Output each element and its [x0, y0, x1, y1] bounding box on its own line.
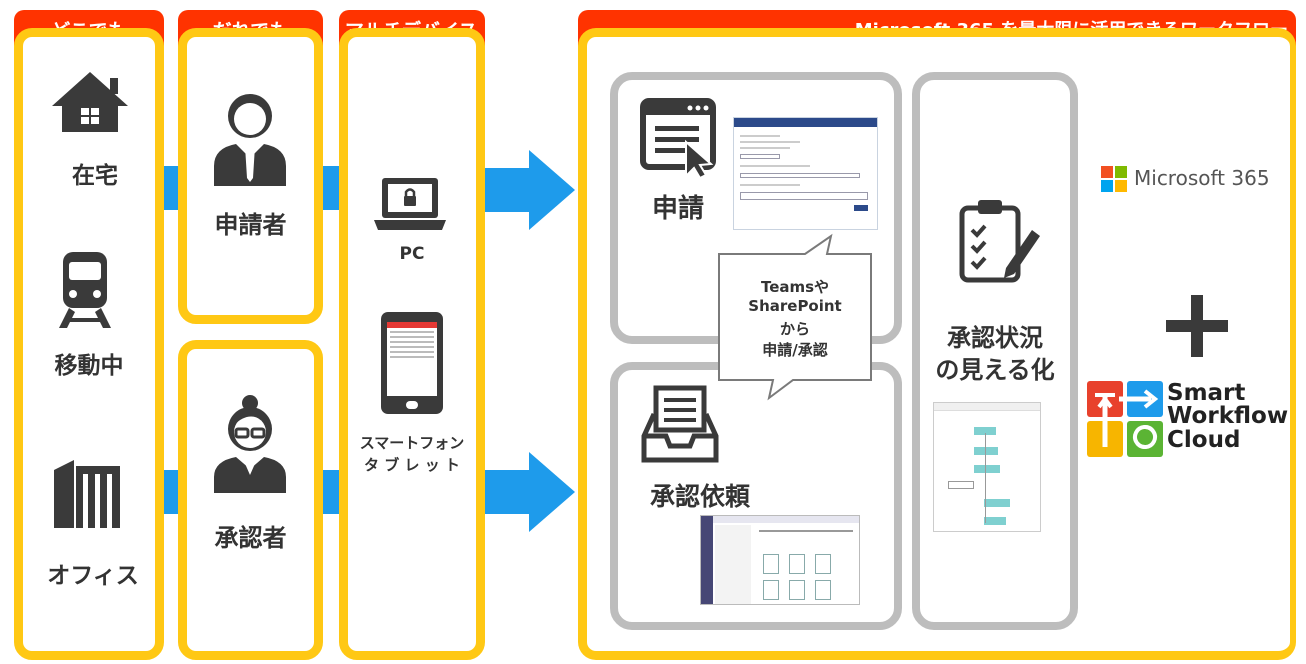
device-phone-label-2: タ ブ レ ッ ト: [364, 456, 460, 474]
status-flow-screenshot: [933, 402, 1041, 532]
microsoft-logo-icon: [1101, 166, 1127, 192]
apply-form-screenshot: [733, 117, 878, 230]
applicant-person-icon: [210, 88, 290, 188]
callout-balloon: [717, 232, 873, 402]
connector-bar-bottom-1: [164, 470, 178, 514]
callout-line-3: から: [779, 320, 810, 338]
smartphone-icon: [381, 312, 443, 414]
connector-bar-bottom-2: [323, 470, 339, 514]
location-office-label: オフィス: [47, 563, 139, 589]
smart-workflow-cloud-logo-icon: [1087, 381, 1163, 457]
approver-person-icon: [210, 395, 290, 495]
swc-label-1: Smart: [1167, 380, 1246, 406]
clipboard-check-icon: [958, 196, 1044, 286]
approver-frame: [178, 340, 323, 660]
arrow-to-workflow-bottom: [485, 452, 577, 532]
callout-line-1: Teamsや: [760, 278, 830, 296]
status-panel: [912, 72, 1078, 630]
status-label-1: 承認状況: [947, 324, 1043, 352]
device-pc-label: PC: [399, 244, 425, 264]
swc-label-2: Workflow: [1167, 403, 1289, 429]
applicant-label: 申請者: [214, 211, 287, 239]
microsoft-365-label: Microsoft 365: [1134, 166, 1270, 190]
callout-line-2: SharePoint: [748, 297, 842, 315]
location-moving-label: 移動中: [54, 353, 124, 379]
apply-form-icon: [640, 98, 720, 178]
arrow-to-workflow-top: [485, 150, 577, 230]
building-icon: [52, 458, 122, 530]
train-icon: [55, 250, 115, 330]
plus-icon: [1166, 295, 1228, 357]
apply-label: 申請: [652, 194, 705, 224]
status-label-2: の見える化: [935, 356, 1055, 384]
swc-label-3: Cloud: [1167, 427, 1241, 453]
connector-bar-top-2: [323, 166, 339, 210]
callout-line-4: 申請/承認: [762, 341, 828, 359]
inbox-tray-icon: [640, 384, 720, 466]
home-icon: [50, 70, 130, 134]
column-anywhere: [14, 28, 164, 660]
connector-bar-top-1: [164, 166, 178, 210]
device-phone-label-1: スマートフォン: [359, 434, 465, 452]
laptop-icon: [372, 176, 448, 232]
smartphone-screen: [387, 322, 437, 396]
request-label: 承認依頼: [650, 482, 751, 511]
location-home-label: 在宅: [72, 163, 118, 189]
approver-label: 承認者: [214, 524, 287, 552]
teams-screenshot: [700, 515, 860, 605]
